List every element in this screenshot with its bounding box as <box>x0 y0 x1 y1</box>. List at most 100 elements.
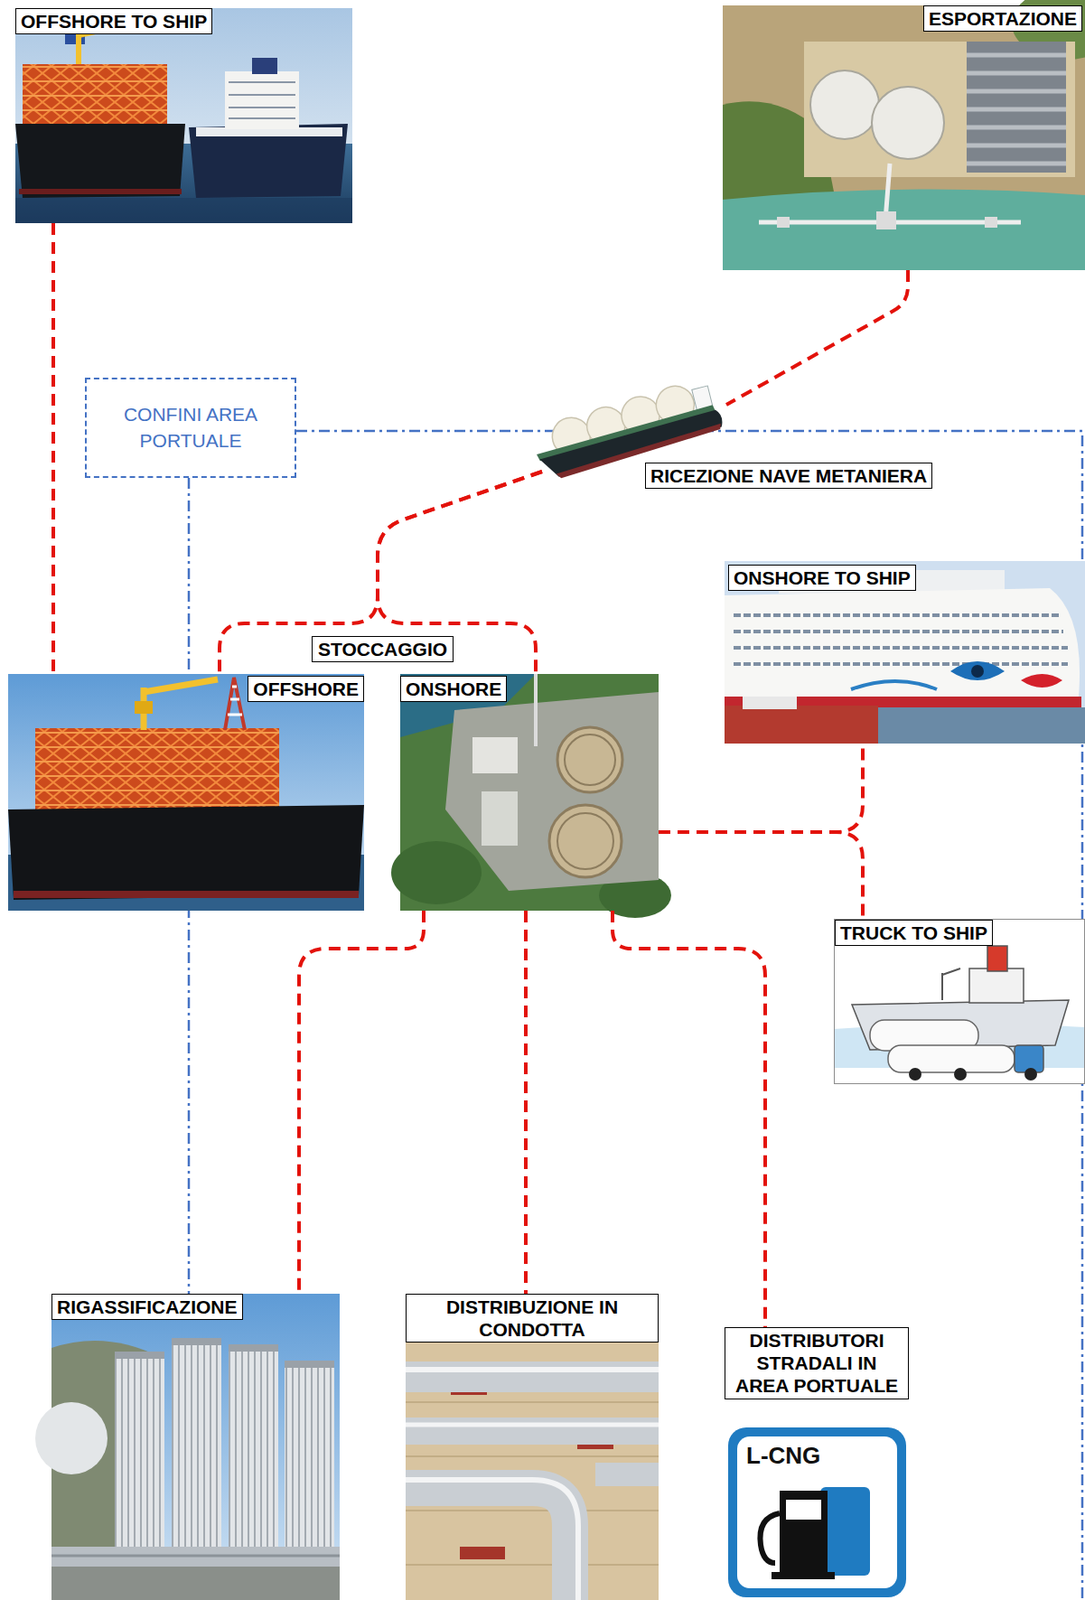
onshore-to-ship-photo-part <box>851 681 937 690</box>
onshore-storage-photo-part <box>549 804 622 878</box>
regasification-photo-part <box>284 1365 335 1565</box>
regasification-photo-part <box>228 1344 279 1352</box>
boundary-key-text: CONFINI AREA PORTUALE <box>99 402 282 454</box>
truck-to-ship-drawing-part <box>954 1067 967 1081</box>
onshore-to-ship-photo-part <box>950 661 1005 681</box>
regasification-photo-part <box>114 1351 165 1359</box>
export-terminal-photo-part <box>871 86 945 160</box>
boundary-key-box: CONFINI AREA PORTUALE <box>84 377 297 478</box>
offshore-storage-photo-part <box>143 679 218 730</box>
node-label: RICEZIONE NAVE METANIERA <box>645 462 933 489</box>
flow-connector <box>726 270 908 405</box>
lcng-pump-icon-part <box>779 1490 828 1574</box>
node-label: ESPORTAZIONE <box>923 5 1083 32</box>
export-terminal-photo-part <box>722 5 1085 271</box>
node-label: DISTRIBUZIONE IN CONDOTTA <box>405 1293 659 1343</box>
onshore-to-ship-photo <box>724 561 1085 744</box>
photo-node: OFFSHORE <box>8 673 365 911</box>
photo-node: OFFSHORE TO SHIP <box>15 8 353 224</box>
node-label: OFFSHORE TO SHIP <box>15 8 213 35</box>
export-terminal-photo-part <box>876 211 897 230</box>
flow-connector <box>299 910 424 1294</box>
pipeline-photo-part <box>405 1479 579 1600</box>
flow-connector <box>658 832 863 919</box>
offshore-to-ship-photo-part <box>15 123 186 198</box>
truck-to-ship-drawing-part <box>851 1000 1069 1050</box>
photo-node: ONSHORE <box>400 673 659 911</box>
regasification-photo <box>35 1293 340 1600</box>
offshore-to-ship-photo-part <box>22 64 168 126</box>
pipeline-photo-part <box>405 1417 659 1445</box>
node-label: OFFSHORE <box>247 675 365 702</box>
offshore-to-ship-photo-part <box>15 8 353 224</box>
flow-connector <box>219 471 543 674</box>
pipeline-photo-part <box>405 1361 659 1393</box>
offshore-storage-photo-part <box>8 804 365 900</box>
photo-node: DISTRIBUTORI STRADALI IN AREA PORTUALEL-… <box>724 1327 909 1600</box>
truck-to-ship-drawing-part <box>888 1045 1015 1073</box>
offshore-storage-photo-part <box>227 686 243 715</box>
offshore-storage-photo-part <box>8 673 365 911</box>
photo-node: ESPORTAZIONE <box>722 5 1085 271</box>
export-terminal-photo-part <box>966 55 1067 164</box>
regasification-photo-part <box>51 1554 340 1558</box>
export-terminal-photo <box>722 0 1085 271</box>
photo-node: TRUCK TO SHIP <box>833 918 1085 1085</box>
flow-connector <box>612 910 766 1328</box>
regasification-photo-part <box>114 1356 165 1565</box>
onshore-storage-photo-part <box>564 734 616 786</box>
pipeline-photo-part <box>405 1422 659 1428</box>
truck-to-ship-drawing-part <box>942 968 961 1001</box>
lcng-pump-icon <box>728 1427 907 1598</box>
onshore-to-ship-photo-part <box>724 705 879 744</box>
lcng-pump-icon-part <box>771 1571 835 1580</box>
pipeline-photo-part <box>405 1366 659 1373</box>
offshore-to-ship-photo-part <box>188 123 348 198</box>
lcng-pump-icon-part <box>737 1436 898 1589</box>
photo-node: ONSHORE TO SHIP <box>724 561 1085 744</box>
node-label: TRUCK TO SHIP <box>834 919 993 946</box>
flow-connector <box>658 743 863 833</box>
flow-connector <box>51 223 56 674</box>
onshore-to-ship-photo-part <box>724 561 1085 744</box>
onshore-storage-photo-part <box>445 692 659 891</box>
offshore-storage-photo-part <box>35 728 280 814</box>
export-terminal-photo-part <box>776 216 790 228</box>
regasification-photo-part <box>35 1402 108 1475</box>
onshore-storage-photo-part <box>533 673 538 747</box>
pipeline-photo-part <box>405 1487 571 1600</box>
offshore-to-ship-photo-part <box>15 197 353 224</box>
lcng-pump-icon-part <box>728 1427 907 1598</box>
regasification-photo-part <box>51 1546 340 1567</box>
icon-label: L-CNG <box>746 1441 821 1470</box>
truck-to-ship-drawing-part <box>908 1067 922 1081</box>
regasification-photo-part <box>171 1343 222 1565</box>
export-terminal-photo-part <box>722 189 1085 271</box>
offshore-storage-photo-part <box>13 890 359 898</box>
truck-to-ship-drawing-part <box>1024 1067 1038 1081</box>
export-terminal-photo-part <box>810 70 880 140</box>
photo-node: RIGASSIFICAZIONE <box>51 1293 340 1600</box>
pipeline-photo-part <box>459 1546 506 1560</box>
onshore-to-ship-photo-part <box>724 588 1080 706</box>
truck-to-ship-drawing-part <box>833 918 1085 1085</box>
regasification-photo-part <box>284 1360 335 1368</box>
offshore-storage-photo-part <box>134 701 153 714</box>
node-label: ONSHORE TO SHIP <box>728 564 917 591</box>
icon-node: L-CNG <box>728 1427 907 1598</box>
truck-to-ship-drawing-part <box>987 945 1008 972</box>
truck-to-ship-drawing-part <box>969 968 1024 1003</box>
truck-to-ship-drawing <box>833 918 1085 1085</box>
section-label: STOCCAGGIO <box>318 637 448 661</box>
onshore-to-ship-photo-part <box>1020 673 1063 688</box>
onshore-to-ship-photo-part <box>742 696 797 710</box>
regasification-photo-part <box>228 1349 279 1565</box>
node-label: ONSHORE <box>400 675 507 702</box>
pipeline-photo-part <box>595 1462 659 1487</box>
onshore-storage-photo-part <box>557 727 623 793</box>
export-terminal-photo-part <box>804 41 1076 178</box>
flow-connector <box>523 910 528 1294</box>
